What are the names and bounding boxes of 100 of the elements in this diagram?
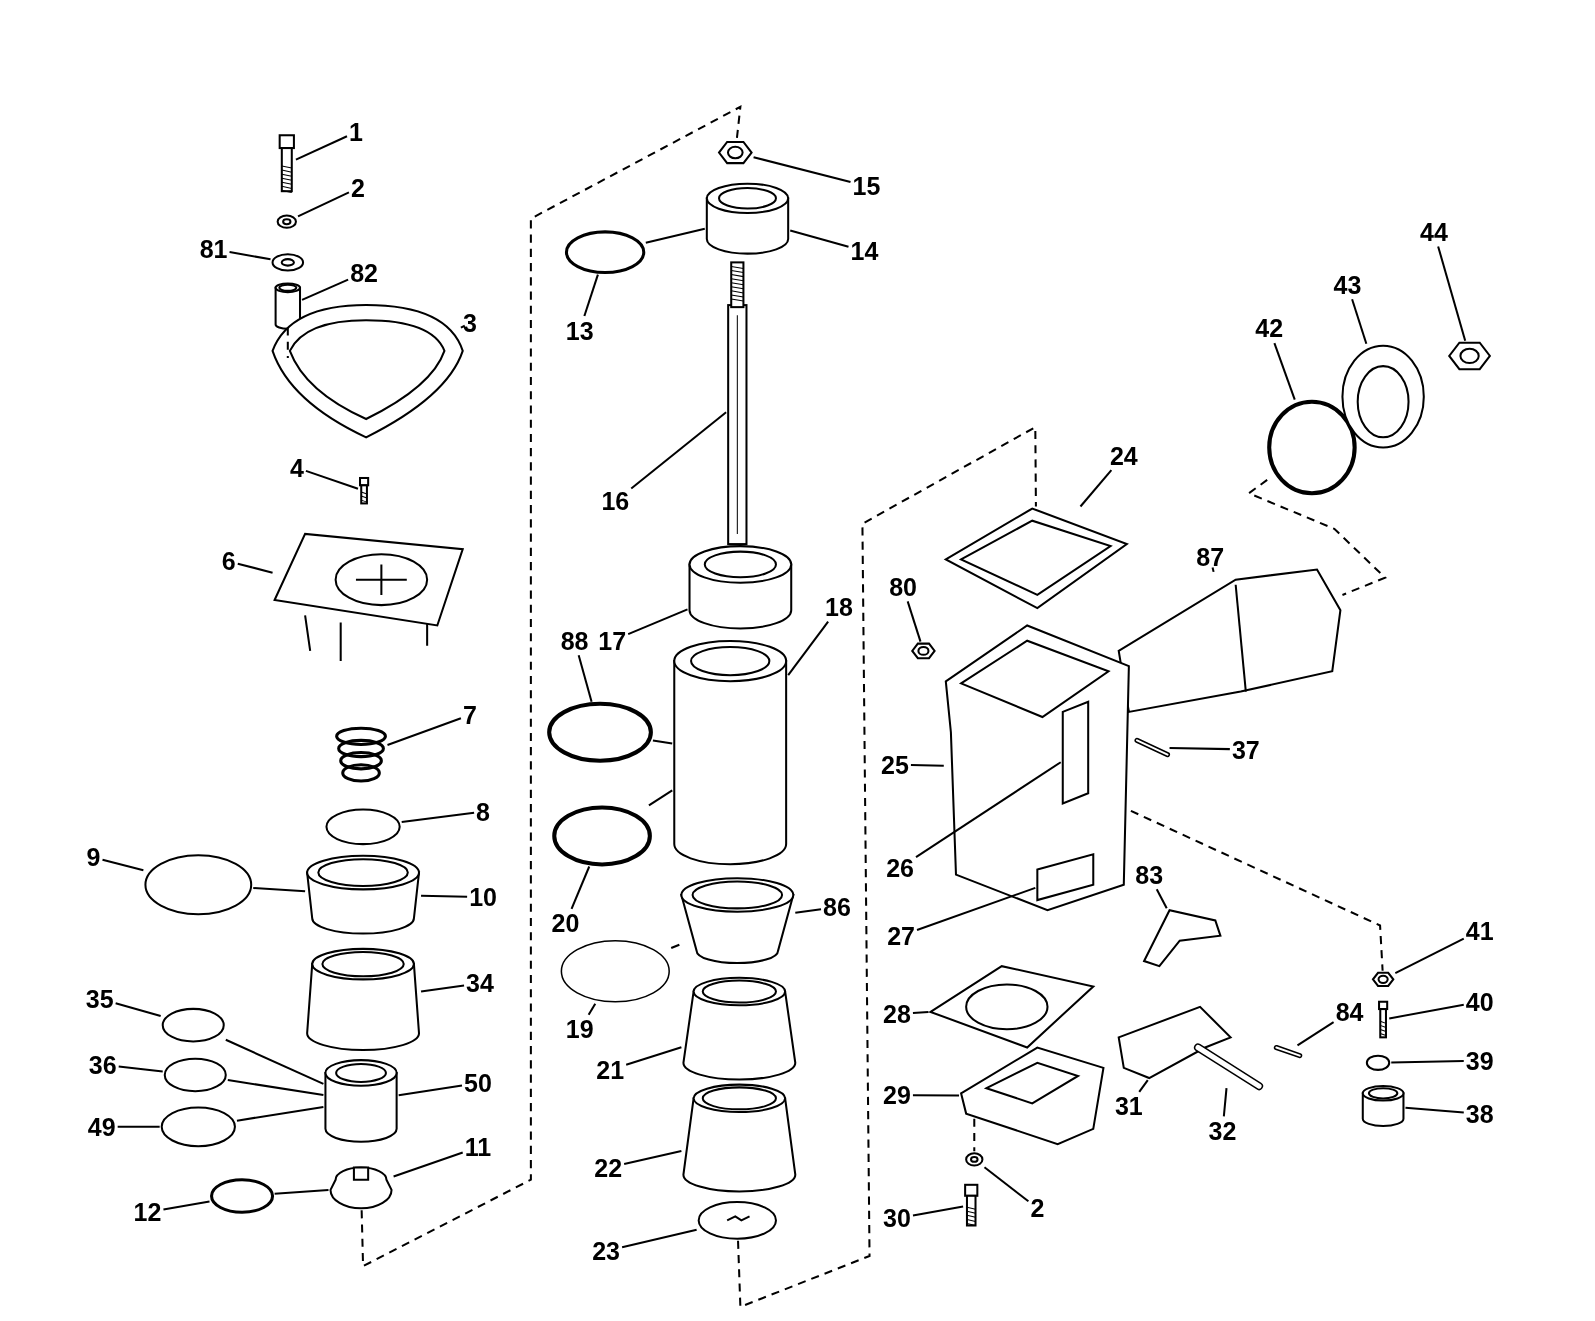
disc bbox=[697, 1201, 777, 1240]
bolt bbox=[278, 134, 295, 193]
callout-number: 23 bbox=[592, 1238, 621, 1264]
callout-number: 50 bbox=[464, 1070, 492, 1096]
callout-number: 39 bbox=[1465, 1048, 1494, 1074]
leader-line bbox=[915, 761, 1062, 858]
callout-number: 7 bbox=[462, 702, 477, 728]
assembly-line bbox=[286, 327, 289, 358]
pin bbox=[1193, 1043, 1264, 1091]
bumper bbox=[682, 976, 797, 1081]
valve bbox=[324, 1059, 398, 1143]
callout-number: 86 bbox=[823, 894, 851, 920]
nut bbox=[1371, 971, 1395, 987]
bumper bbox=[688, 545, 793, 630]
callout-number: 29 bbox=[883, 1082, 911, 1108]
leader-line bbox=[652, 739, 673, 745]
callout-number: 32 bbox=[1208, 1118, 1237, 1144]
callout-number: 18 bbox=[825, 594, 853, 620]
assembly-line bbox=[737, 425, 1037, 1309]
cylinder-head bbox=[273, 532, 465, 663]
callout-number: 35 bbox=[85, 986, 114, 1012]
callout-number: 41 bbox=[1465, 918, 1494, 944]
callout-number: 42 bbox=[1255, 316, 1284, 341]
valve-stem bbox=[1378, 1000, 1389, 1039]
leader-line bbox=[460, 324, 466, 329]
housing bbox=[944, 624, 1130, 912]
o-ring bbox=[1267, 399, 1357, 496]
leader-line bbox=[1079, 469, 1113, 508]
leader-line bbox=[1351, 299, 1368, 345]
washer bbox=[271, 253, 305, 272]
leader-line bbox=[1222, 1088, 1228, 1117]
piston-head bbox=[705, 182, 790, 255]
leader-line bbox=[1437, 246, 1467, 341]
assembly-line bbox=[1130, 809, 1384, 971]
leader-line bbox=[115, 1002, 161, 1017]
leader-line bbox=[274, 1189, 329, 1195]
cover-plate bbox=[271, 304, 464, 439]
piston bbox=[306, 854, 420, 935]
gasket bbox=[928, 965, 1096, 1049]
plug bbox=[1447, 341, 1492, 371]
assembly-line bbox=[360, 104, 742, 1268]
spacer-sleeve bbox=[274, 282, 302, 330]
leader-line bbox=[253, 887, 306, 893]
leader-line bbox=[229, 251, 271, 261]
leader-line bbox=[623, 1150, 682, 1165]
callout-number: 4 bbox=[290, 455, 304, 481]
leader-line bbox=[627, 608, 688, 636]
spring bbox=[335, 726, 387, 783]
callout-number: 43 bbox=[1333, 272, 1362, 298]
leader-line bbox=[225, 1038, 324, 1085]
callout-number: 80 bbox=[889, 574, 917, 600]
leader-line bbox=[102, 858, 144, 872]
leader-line bbox=[1389, 1003, 1464, 1020]
callout-number: 30 bbox=[883, 1205, 911, 1231]
washer bbox=[276, 214, 297, 229]
o-ring bbox=[1365, 1054, 1391, 1071]
callout-number: 24 bbox=[1109, 443, 1138, 469]
callout-number: 6 bbox=[221, 548, 236, 574]
leader-line bbox=[1394, 937, 1465, 975]
callout-number: 28 bbox=[883, 1001, 911, 1027]
leader-line bbox=[1391, 1060, 1464, 1064]
retaining-ring bbox=[325, 808, 401, 846]
leader-line bbox=[237, 562, 273, 574]
leader-line bbox=[912, 1011, 929, 1014]
leader-line bbox=[1296, 1021, 1335, 1047]
leader-line bbox=[1138, 1079, 1149, 1093]
callout-number: 40 bbox=[1465, 989, 1494, 1015]
leader-line bbox=[906, 601, 922, 642]
leader-line bbox=[295, 135, 348, 161]
callout-number: 12 bbox=[133, 1199, 162, 1225]
leader-line bbox=[1273, 342, 1296, 401]
leader-line bbox=[983, 1166, 1029, 1203]
seal-cup bbox=[680, 877, 795, 965]
leader-line bbox=[648, 789, 673, 807]
callout-number: 20 bbox=[551, 910, 580, 936]
callout-number: 88 bbox=[560, 628, 589, 654]
callout-number: 49 bbox=[87, 1114, 116, 1140]
leader-line bbox=[1155, 888, 1168, 909]
callout-number: 8 bbox=[476, 799, 490, 825]
cap-base bbox=[959, 1046, 1105, 1146]
o-ring bbox=[552, 805, 652, 867]
leader-line bbox=[1169, 746, 1230, 751]
leader-line bbox=[670, 943, 680, 949]
callout-number: 25 bbox=[881, 752, 909, 778]
o-ring bbox=[210, 1178, 275, 1214]
leader-line bbox=[421, 894, 468, 898]
leader-line bbox=[577, 654, 593, 702]
callout-number: 13 bbox=[565, 318, 594, 343]
o-ring bbox=[160, 1106, 236, 1148]
callout-number: 1 bbox=[349, 119, 363, 145]
callout-number: 82 bbox=[350, 260, 378, 286]
leader-line bbox=[570, 866, 591, 910]
o-ring bbox=[144, 854, 253, 916]
leader-line bbox=[401, 811, 475, 823]
driver-blade bbox=[727, 261, 748, 546]
callout-number: 83 bbox=[1135, 862, 1164, 888]
plug bbox=[1361, 1084, 1405, 1128]
callout-number: 27 bbox=[887, 923, 915, 949]
window-panel bbox=[1036, 852, 1095, 902]
screw bbox=[359, 476, 370, 505]
